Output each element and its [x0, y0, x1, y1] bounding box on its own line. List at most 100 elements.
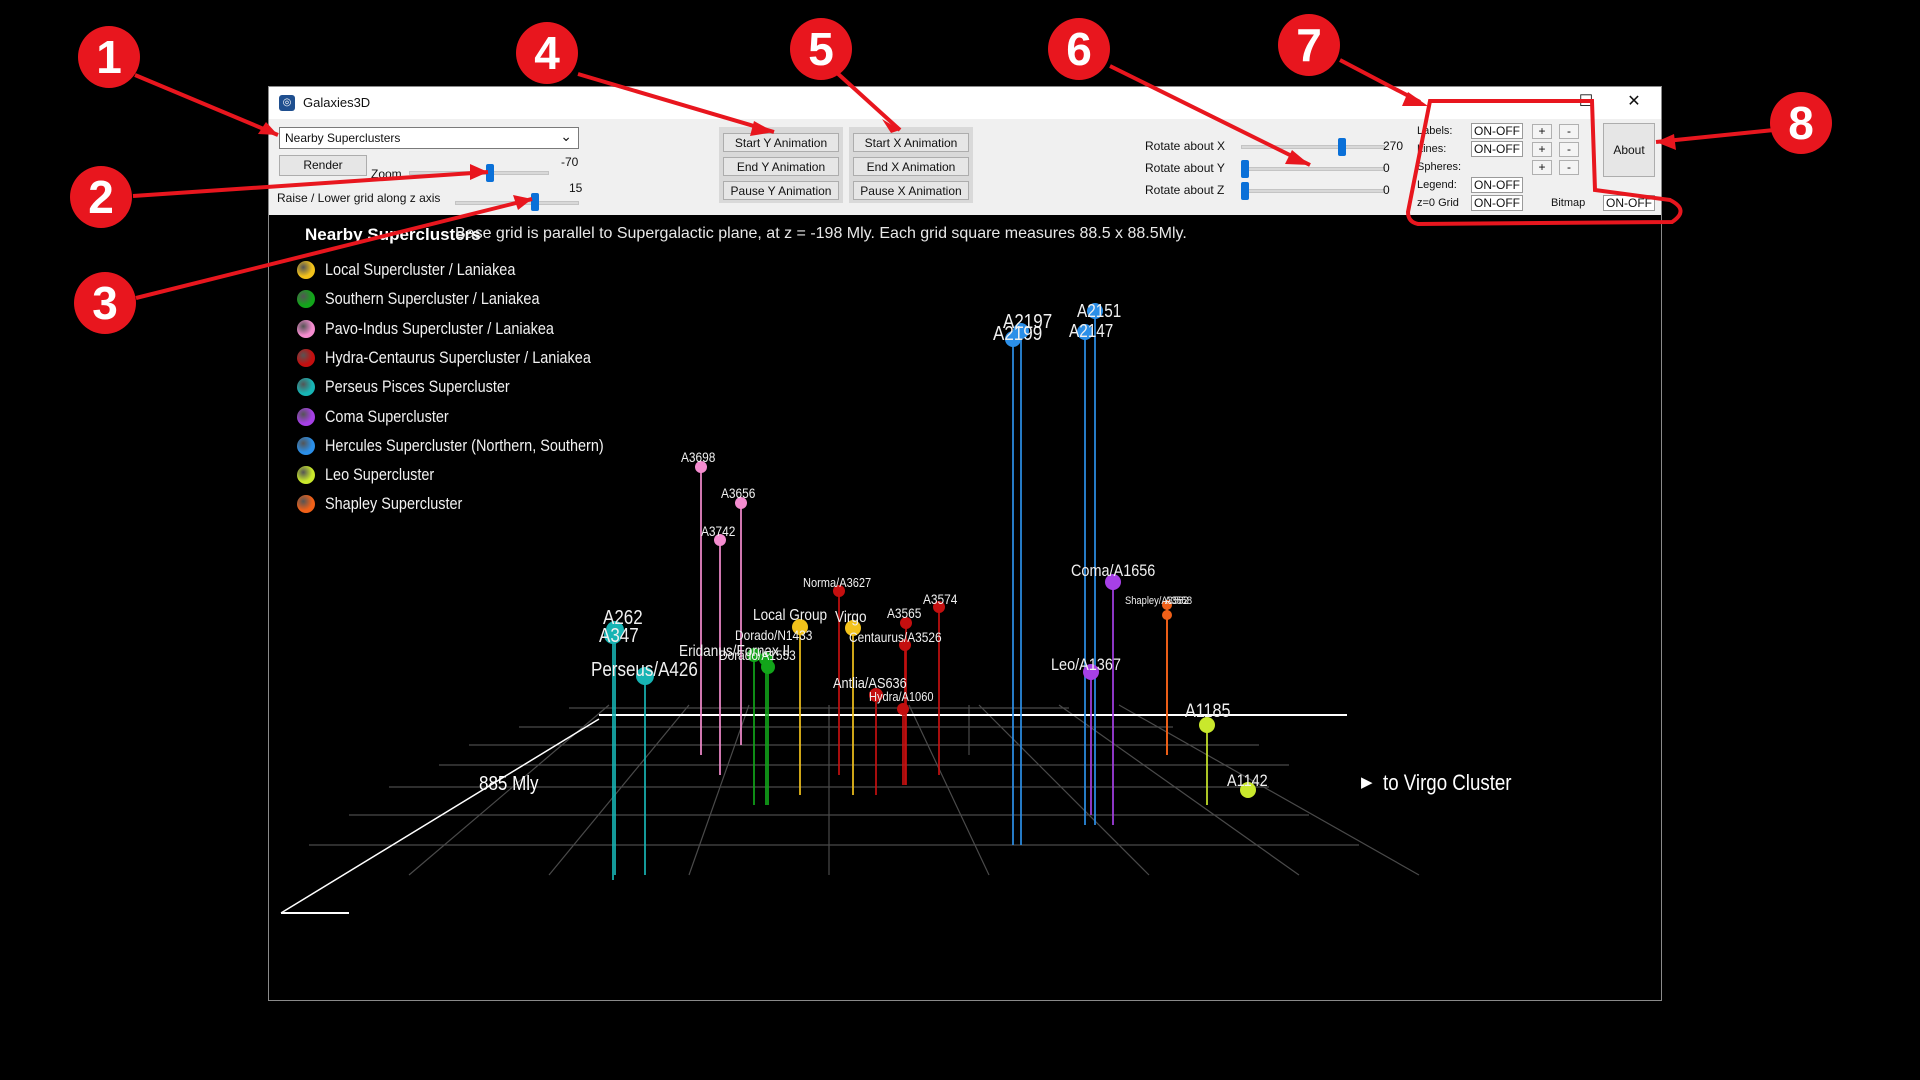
cluster-sphere: [761, 660, 775, 674]
legend-swatch: [297, 261, 315, 279]
rotate-x-slider-track[interactable]: [1241, 145, 1385, 149]
cluster-sphere: [735, 497, 747, 509]
cluster-sphere: [899, 639, 911, 651]
lines-plus-button[interactable]: +: [1532, 142, 1552, 157]
legend-label: Coma Supercluster: [325, 406, 449, 426]
virgo-direction-label: to Virgo Cluster: [1383, 770, 1512, 795]
spheres-plus-button[interactable]: +: [1532, 160, 1552, 175]
cluster-label: A1142: [1227, 771, 1268, 790]
labels-plus-button[interactable]: +: [1532, 124, 1552, 139]
toolbar: Nearby Superclusters ⌄ Render Zoom -70 R…: [269, 119, 1661, 215]
annotation-arrowhead: [258, 122, 278, 135]
annotation-arrowhead: [882, 119, 900, 133]
cluster-sphere: [1162, 600, 1172, 610]
rotate-y-slider-thumb[interactable]: [1241, 160, 1249, 178]
cluster-sphere: [1083, 664, 1099, 680]
legend-label: Southern Supercluster / Laniakea: [325, 289, 540, 309]
cluster-sphere: [1105, 574, 1121, 590]
cluster-sphere: [792, 619, 808, 635]
grid-line: [978, 704, 1150, 876]
raise-grid-label: Raise / Lower grid along z axis: [277, 191, 441, 205]
cluster-label: A2151: [1077, 301, 1122, 321]
callout-5: 5: [790, 18, 852, 80]
annotation-arrowhead: [750, 121, 774, 136]
rotate-x-value: 270: [1383, 139, 1404, 153]
cluster-label: Antlia/AS636: [833, 675, 907, 692]
grid-toggle[interactable]: ON-OFF: [1471, 195, 1523, 211]
annotation-arrow: [1339, 58, 1421, 104]
pause-y-animation-button[interactable]: Pause Y Animation: [723, 181, 839, 200]
cluster-sphere: [897, 703, 909, 715]
legend-swatch: [297, 348, 315, 367]
cluster-label: Virgo: [835, 609, 867, 626]
annotation-arrow: [1109, 64, 1311, 167]
legend-swatch: [297, 466, 315, 485]
zoom-slider-thumb[interactable]: [486, 164, 494, 182]
dataset-select[interactable]: Nearby Superclusters ⌄: [279, 127, 579, 149]
start-y-animation-button[interactable]: Start Y Animation: [723, 133, 839, 152]
cluster-label: Coma/A1656: [1071, 561, 1156, 580]
annotation-arrow: [577, 72, 775, 134]
cluster-sphere: [714, 534, 726, 546]
cluster-label: A2199: [993, 323, 1043, 345]
annotation-arrow: [1655, 128, 1775, 144]
scene-viewport[interactable]: Nearby Superclusters Base grid is parall…: [269, 215, 1661, 1000]
cluster-label: Perseus/A426: [591, 659, 698, 681]
cluster-sphere: [1005, 331, 1021, 347]
cluster-sphere: [1077, 324, 1093, 340]
legend-label: Shapley Supercluster: [325, 494, 463, 514]
cluster-sphere: [869, 688, 883, 702]
end-x-animation-button[interactable]: End X Animation: [853, 157, 969, 176]
annotation-arrow: [135, 197, 533, 300]
annotation-outline: [1405, 99, 1683, 227]
callout-4: 4: [516, 22, 578, 84]
x-animation-group: Start X Animation End X Animation Pause …: [849, 127, 973, 203]
lines-minus-button[interactable]: -: [1559, 142, 1579, 157]
cluster-sphere: [1162, 610, 1172, 620]
legend-swatch: [297, 436, 315, 455]
callout-8: 8: [1770, 92, 1832, 154]
rotate-z-value: 0: [1383, 183, 1390, 197]
grid-line: [548, 704, 690, 876]
about-button[interactable]: About: [1603, 123, 1655, 177]
rotate-z-slider-thumb[interactable]: [1241, 182, 1249, 200]
callout-2: 2: [70, 166, 132, 228]
annotation-arrowhead: [513, 195, 532, 210]
cluster-label: Eridanus/Fornax II: [679, 643, 791, 660]
legend-label: Pavo-Indus Supercluster / Laniakea: [325, 318, 554, 338]
annotation-arrowhead: [1656, 134, 1676, 150]
close-button[interactable]: ✕: [1627, 93, 1641, 110]
end-y-animation-button[interactable]: End Y Animation: [723, 157, 839, 176]
play-arrow-icon: ▶: [1361, 774, 1373, 791]
rotate-x-slider-thumb[interactable]: [1338, 138, 1346, 156]
labels-minus-button[interactable]: -: [1559, 124, 1579, 139]
lines-toggle[interactable]: ON-OFF: [1471, 141, 1523, 157]
zoom-value: -70: [561, 155, 579, 169]
annotation-arrow: [132, 170, 489, 198]
legend-label: Local Supercluster / Laniakea: [325, 260, 516, 279]
labels-toggle[interactable]: ON-OFF: [1471, 123, 1523, 139]
grid-line: [688, 704, 750, 876]
cluster-sphere: [933, 601, 945, 613]
cluster-label: Local Group: [753, 607, 828, 624]
cluster-label: Hydra/A1060: [869, 689, 934, 704]
pause-x-animation-button[interactable]: Pause X Animation: [853, 181, 969, 200]
legend-toggle[interactable]: ON-OFF: [1471, 177, 1523, 193]
cluster-sphere: [604, 626, 622, 644]
distance-label: 885 Mly: [479, 773, 539, 795]
legend-swatch: [297, 407, 315, 426]
cluster-sphere: [845, 620, 861, 636]
cluster-label: A3698: [681, 449, 716, 465]
render-button[interactable]: Render: [279, 155, 367, 176]
cluster-sphere: [833, 585, 845, 597]
window-title: Galaxies3D: [303, 95, 371, 110]
distance-axis-line: [280, 718, 600, 914]
start-x-animation-button[interactable]: Start X Animation: [853, 133, 969, 152]
rotate-y-value: 0: [1383, 161, 1390, 175]
cluster-sphere: [636, 667, 654, 685]
legend-swatch: [297, 378, 315, 397]
spheres-minus-button[interactable]: -: [1559, 160, 1579, 175]
raise-grid-slider-thumb[interactable]: [531, 193, 539, 211]
app-window: ◎ Galaxies3D — ☐ ✕ Nearby Superclusters …: [268, 86, 1662, 1001]
dataset-select-value: Nearby Superclusters: [285, 131, 401, 145]
